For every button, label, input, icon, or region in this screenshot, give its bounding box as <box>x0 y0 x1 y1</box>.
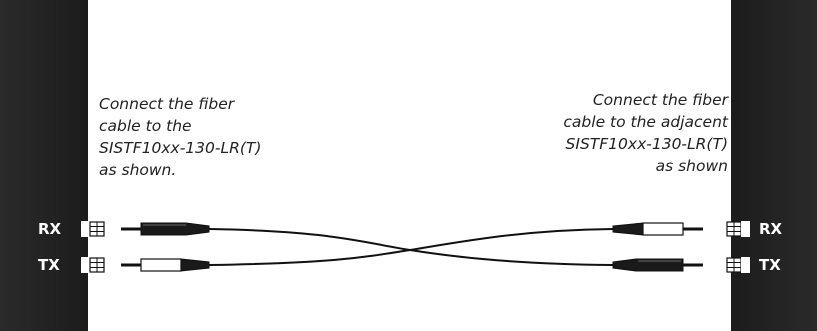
right-caption-line-3: SISTF10xx-130-LR(T) <box>565 135 728 153</box>
right-tx-connector <box>612 258 703 272</box>
right-caption: Connect the fiber cable to the adjacent … <box>563 89 728 177</box>
left-tx-port-label: TX <box>38 256 60 274</box>
right-rx-port-label: RX <box>759 220 783 238</box>
fiber-cable-tx-to-rx <box>208 228 614 266</box>
right-caption-line-4: as shown <box>655 157 728 175</box>
right-tx-port-label: TX <box>759 256 781 274</box>
left-caption-line-2: cable to the <box>99 117 192 135</box>
left-tx-connector <box>121 258 210 272</box>
left-rx-connector <box>121 222 210 236</box>
left-caption-line-1: Connect the fiber <box>99 95 235 113</box>
right-device-panel <box>731 0 817 331</box>
left-device-panel <box>0 0 88 331</box>
right-caption-line-2: cable to the adjacent <box>563 113 728 131</box>
fiber-cable-rx-to-tx <box>208 228 614 266</box>
left-rx-port-label: RX <box>38 220 62 238</box>
right-rx-connector <box>612 222 703 236</box>
right-caption-line-1: Connect the fiber <box>592 91 728 109</box>
left-caption-line-4: as shown. <box>99 161 177 179</box>
left-caption-line-3: SISTF10xx-130-LR(T) <box>99 139 262 157</box>
left-caption: Connect the fiber cable to the SISTF10xx… <box>99 93 261 181</box>
